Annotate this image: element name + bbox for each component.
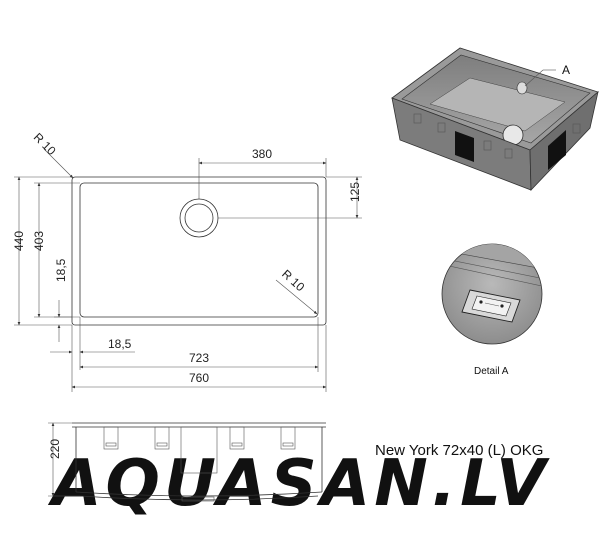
top-view <box>43 148 327 326</box>
sound-pad <box>455 131 474 162</box>
watermark-text: AQUASAN.LV <box>47 447 550 521</box>
dim-18-5-horizontal <box>50 317 135 392</box>
dim-760-label: 760 <box>189 371 209 385</box>
radius-inner-label: R 10 <box>279 267 307 295</box>
mounting-clip <box>231 442 243 447</box>
drain-hole-inner <box>184 203 214 233</box>
dim-380 <box>198 158 327 199</box>
radius-top-label: R 10 <box>31 130 59 158</box>
dim-125-label: 125 <box>348 182 362 202</box>
dim-220 <box>48 422 80 497</box>
dim-220-label: 220 <box>48 439 62 459</box>
iso-overflow <box>516 81 528 95</box>
dim-440-label: 440 <box>12 231 26 251</box>
detail-a-label: Detail A <box>474 366 509 377</box>
sink-inner-outline <box>79 182 319 318</box>
drain-outlet <box>181 496 215 502</box>
detail-a-view <box>441 243 543 345</box>
dim-18-5-vertical-label: 18,5 <box>54 258 68 282</box>
product-name: New York 72x40 (L) OKG <box>375 442 543 459</box>
front-view <box>72 422 326 502</box>
dim-380-label: 380 <box>252 147 272 161</box>
callout-letter: A <box>562 63 570 77</box>
mounting-clip <box>280 426 296 450</box>
mounting-clip <box>103 426 119 450</box>
mounting-clip <box>282 442 294 447</box>
mounting-clip <box>154 426 170 450</box>
sound-pad <box>548 130 566 170</box>
overflow-box <box>180 426 218 474</box>
dim-18-5-vertical <box>54 300 72 342</box>
dim-18-5-horizontal-label: 18,5 <box>108 337 132 351</box>
dim-760 <box>71 325 327 392</box>
dim-440 <box>14 176 72 326</box>
dim-723 <box>79 317 319 372</box>
mounting-clip <box>105 442 117 447</box>
mounting-clip <box>156 442 168 447</box>
drain-hole-outer <box>179 198 219 238</box>
isometric-view <box>391 47 599 191</box>
dim-125 <box>218 176 362 219</box>
dim-403-label: 403 <box>32 231 46 251</box>
dim-723-label: 723 <box>189 351 209 365</box>
mounting-clip <box>229 426 245 450</box>
